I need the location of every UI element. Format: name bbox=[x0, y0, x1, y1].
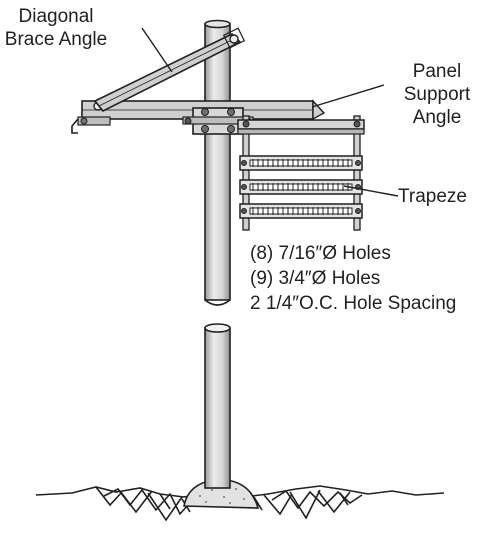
panel-support-label: Panel Support Angle bbox=[377, 60, 497, 129]
diagonal-brace-label-line1: Diagonal bbox=[18, 6, 94, 27]
trapeze-leader bbox=[343, 185, 399, 197]
trapeze bbox=[237, 115, 365, 231]
pole-lower bbox=[204, 323, 231, 489]
trapeze-bar bbox=[239, 155, 363, 171]
panel-leader bbox=[311, 84, 385, 108]
holes-label-line3: 2 1/4″O.C. Hole Spacing bbox=[250, 293, 457, 314]
brace-leader bbox=[141, 27, 173, 73]
concrete-footing bbox=[183, 478, 260, 509]
holes-label: (8) 7/16″Ø Holes (9) 3/4″Ø Holes 2 1/4″O… bbox=[250, 241, 456, 316]
trapeze-bars bbox=[239, 155, 363, 219]
trapeze-bar bbox=[239, 203, 363, 219]
trapeze-bar bbox=[239, 179, 363, 195]
pole-upper bbox=[204, 19, 231, 306]
panel-support-label-line1: Panel bbox=[412, 61, 462, 82]
panel-support-label-line2: Support bbox=[403, 84, 471, 105]
diagonal-brace-label: Diagonal Brace Angle bbox=[0, 5, 112, 51]
diagonal-brace-angle bbox=[93, 27, 246, 113]
diagonal-brace-label-line2: Brace Angle bbox=[4, 29, 108, 50]
holes-label-line1: (8) 7/16″Ø Holes bbox=[250, 243, 391, 264]
holes-label-line2: (9) 3/4″Ø Holes bbox=[250, 268, 381, 289]
trapeze-label: Trapeze bbox=[398, 186, 467, 207]
pole-clamp bbox=[182, 107, 254, 135]
panel-support-label-line3: Angle bbox=[412, 107, 462, 128]
